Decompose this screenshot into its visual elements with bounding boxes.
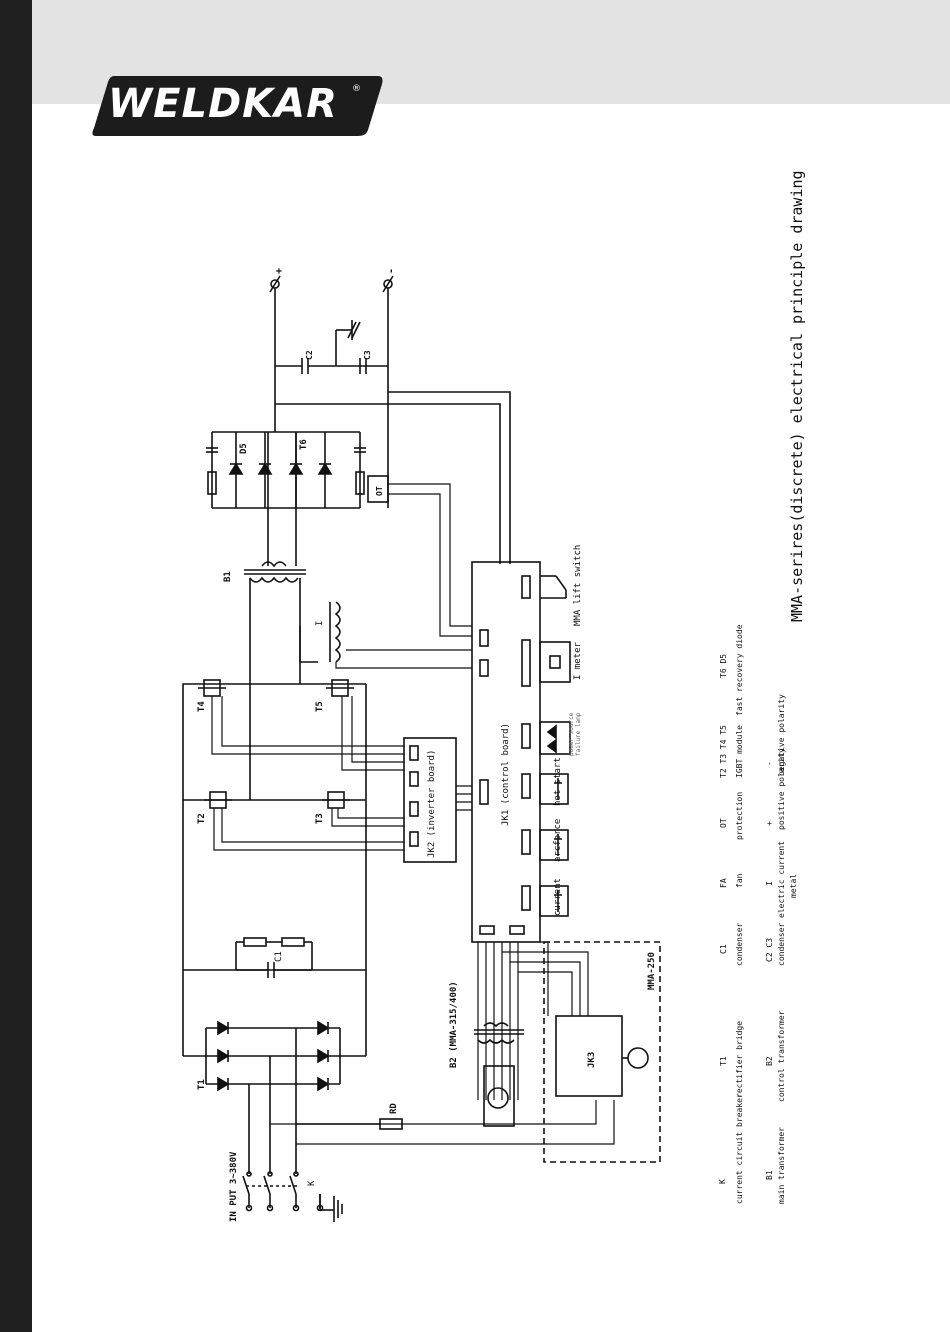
current-sensor — [299, 601, 341, 663]
condenser-c1 — [235, 937, 313, 978]
current-pot-label: current — [553, 878, 563, 916]
ot-protection — [367, 475, 389, 503]
legend-k-code: K — [718, 1179, 727, 1184]
legend-fa-code: FA — [719, 878, 728, 888]
input-terminals — [245, 1194, 324, 1212]
condensers-c2-c3 — [275, 320, 388, 374]
b2-label: B2 (MMA-315/400) — [449, 981, 459, 1068]
legend-c2c3-code: C2 C3 — [765, 938, 774, 962]
phase-wires — [248, 1028, 297, 1174]
legend-k-name: current circuit breaker — [735, 1093, 744, 1204]
b1-label: B1 — [223, 571, 233, 582]
failure-lamp-label: failure lamp — [575, 712, 582, 756]
ground-symbol — [319, 1194, 343, 1222]
d5-label: D5 — [239, 443, 249, 454]
indicator-leds — [539, 721, 571, 755]
legend-ot-name: protection — [735, 792, 744, 840]
t2-label: T2 — [197, 813, 207, 824]
legend-t1-name: rectifier bridge — [735, 1021, 744, 1098]
power-source-label: power source — [568, 712, 575, 756]
breaker-k — [242, 1171, 300, 1195]
t1-label: T1 — [197, 1079, 207, 1090]
lift-switch-label: MMA lift switch — [573, 545, 583, 626]
legend-i-code: I — [765, 881, 774, 886]
legend-b1-name: main transformer — [777, 1127, 786, 1204]
arcforce-pot-label: arcforce — [553, 819, 563, 862]
legend-c1-code: C1 — [719, 944, 728, 954]
input-label: IN PUT 3~380V — [229, 1151, 239, 1222]
dc-bus-rails — [182, 683, 367, 1056]
jk2-inverter-board — [403, 737, 457, 863]
legend-fa-name: fan — [735, 873, 744, 888]
jk2-label: JK2 (inverter board) — [427, 750, 437, 858]
legend-c1-name: condenser — [735, 922, 744, 966]
t3-label: T3 — [315, 813, 325, 824]
legend-t6d5-name: fast recovery diode — [735, 624, 744, 716]
lift-switch — [540, 575, 567, 599]
output-pos-label: + — [274, 268, 285, 274]
legend-neg-code: - — [765, 761, 774, 766]
weldkar-logo: WELDKAR ® — [92, 74, 384, 138]
legend: K current circuit breaker B1 main transf… — [718, 624, 798, 1204]
legend-b2-code: B2 — [765, 1056, 774, 1066]
logo-wordmark: WELDKAR — [108, 81, 338, 127]
ot-wires — [388, 483, 472, 637]
ot-label: OT — [375, 486, 384, 496]
fan-fa — [483, 1065, 515, 1127]
legend-pos-code: + — [765, 821, 774, 826]
legend-neg-name: negative polarity — [777, 694, 786, 776]
legend-t6d5-code: T6 D5 — [719, 654, 728, 678]
main-transformer-b1 — [244, 561, 306, 583]
legend-b2-name: control transformer — [777, 1010, 786, 1102]
rectifier-bridge-t1 — [183, 1020, 366, 1092]
mma250-label: MMA-250 — [647, 952, 657, 990]
legend-metal-name: metal — [789, 874, 798, 898]
legend-igbt-code: T2 T3 T4 T5 — [719, 725, 728, 778]
t4-label: T4 — [197, 701, 207, 712]
left-side-bar — [0, 0, 32, 1332]
c1-label: C1 — [274, 951, 284, 962]
c2-label: C2 — [305, 350, 314, 360]
legend-ot-code: OT — [719, 818, 728, 828]
sensor-wires — [335, 649, 472, 669]
breaker-k-label: K — [307, 1180, 317, 1186]
jk2-to-jk1-wires — [456, 785, 472, 811]
legend-b1-code: B1 — [765, 1170, 774, 1180]
shunt-label: I — [315, 621, 325, 626]
bus-to-b1-wires — [249, 578, 301, 800]
legend-pos-name: positive polarity — [777, 748, 786, 830]
secondary-wires — [267, 432, 297, 566]
gate-wires — [211, 696, 404, 851]
legend-c2c3-name: condenser — [777, 922, 786, 966]
potentiometers — [539, 773, 569, 917]
drawing-caption: MMA-serires(discrete) electrical princip… — [788, 170, 806, 622]
electrical-schematic: MMA-serires(discrete) electrical princip… — [182, 170, 806, 1222]
hot-start-pot-label: hot start — [553, 757, 563, 806]
logo-badge-shape — [92, 76, 383, 136]
jk3-wires — [502, 951, 589, 1016]
legend-t1-code: T1 — [719, 1056, 728, 1066]
mma250-dashed-block — [543, 941, 661, 1163]
jk3-label: JK3 — [587, 1052, 597, 1068]
igbt-modules — [198, 679, 354, 809]
t6-label: T6 — [299, 439, 309, 450]
output-terminals — [269, 275, 394, 293]
t5-label: T5 — [315, 701, 325, 712]
jk3-board — [555, 1015, 649, 1097]
current-meter — [539, 641, 571, 683]
output-neg-label: - — [386, 268, 397, 274]
output-diodes — [206, 431, 366, 509]
registered-mark: ® — [352, 84, 361, 94]
legend-igbt-name: IGBT module — [735, 725, 744, 778]
fuse-label: RD — [389, 1103, 399, 1114]
jk1-label: JK1 (control board) — [501, 723, 511, 826]
output-rails — [274, 288, 511, 564]
control-transformer-b2 — [474, 1022, 524, 1044]
schematic-body: MMA-serires(discrete) electrical princip… — [182, 170, 806, 1222]
meter-label: I meter — [573, 641, 583, 680]
fuse-rd — [296, 1118, 403, 1130]
legend-i-name: electric current — [777, 841, 786, 918]
c3-label: C3 — [363, 350, 372, 360]
